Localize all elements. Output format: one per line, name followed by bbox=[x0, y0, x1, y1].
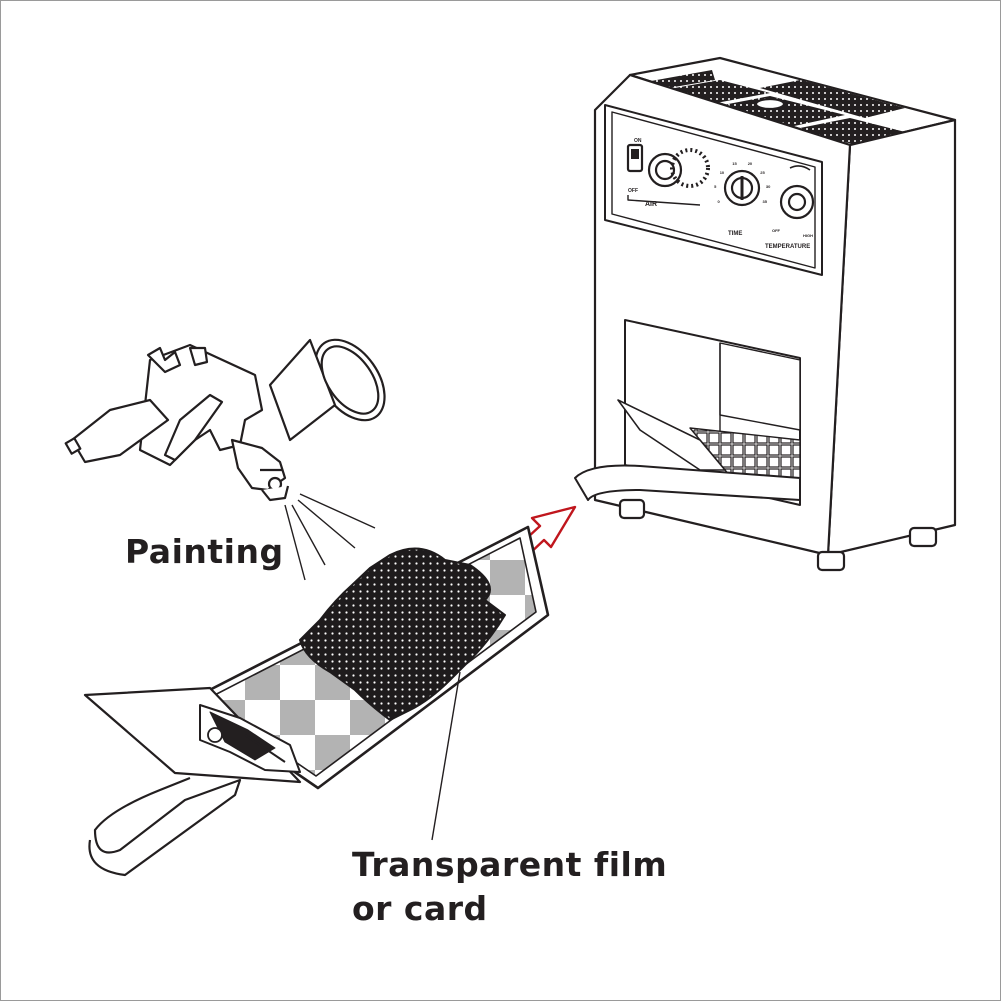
temp-high-text: HIGH bbox=[803, 233, 813, 238]
spray-gun-icon bbox=[64, 338, 386, 502]
time-tick-label: 0 bbox=[718, 199, 721, 204]
machine-foot bbox=[908, 526, 938, 548]
painting-label: Painting bbox=[125, 532, 284, 571]
time-tick-label: 25 bbox=[760, 170, 765, 175]
time-tick-label: 5 bbox=[714, 184, 717, 189]
spray-lines bbox=[284, 493, 376, 581]
machine-icon bbox=[574, 56, 957, 572]
card-holder-icon bbox=[83, 525, 550, 877]
temp-off-text: OFF bbox=[772, 228, 781, 233]
time-tick-label: 10 bbox=[720, 170, 725, 175]
air-text: AIR bbox=[645, 201, 657, 208]
time-tick-label: 20 bbox=[748, 161, 753, 166]
power-off-text: OFF bbox=[628, 188, 638, 194]
time-tick-label: 15 bbox=[732, 161, 737, 166]
leader-line bbox=[431, 671, 461, 841]
holder-strap bbox=[88, 776, 242, 877]
machine-tray bbox=[574, 464, 801, 501]
gun-trigger bbox=[163, 393, 224, 462]
transparent-film-label-line2: or card bbox=[352, 889, 488, 928]
time-tick-label: 30 bbox=[766, 184, 771, 189]
time-tick-label: 35 bbox=[763, 199, 768, 204]
transparent-film-label-line1: Transparent film bbox=[352, 845, 668, 884]
power-on-text: ON bbox=[634, 138, 642, 144]
temperature-text: TEMPERATURE bbox=[765, 244, 810, 250]
paint-area bbox=[299, 547, 506, 721]
gun-handle bbox=[70, 398, 170, 464]
machine-foot bbox=[816, 550, 846, 572]
time-text: TIME bbox=[728, 231, 742, 237]
machine-foot bbox=[618, 498, 646, 520]
time-dial-ticks: 0 5 10 15 20 25 30 35 bbox=[714, 161, 771, 204]
transparent-film-label: Transparent film or card bbox=[352, 843, 667, 931]
